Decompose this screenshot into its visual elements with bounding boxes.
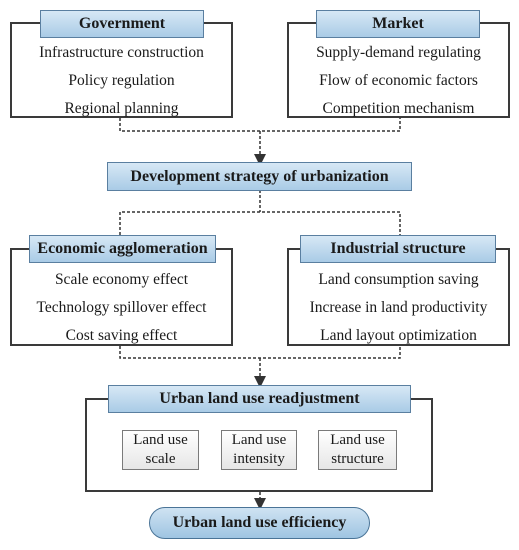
land-use-intensity-line1: Land use <box>231 432 287 448</box>
land-use-structure-box: Land use structure <box>318 430 397 470</box>
market-header: Market <box>316 10 480 38</box>
land-use-scale-line2: scale <box>145 451 176 467</box>
efficiency-pill: Urban land use efficiency <box>149 507 370 539</box>
industrial-frame: Land consumption saving Increase in land… <box>287 248 510 346</box>
government-header: Government <box>40 10 204 38</box>
government-item-3: Regional planning <box>64 100 179 117</box>
economic-item-2: Technology spillover effect <box>36 299 207 316</box>
strategy-split-line <box>119 211 401 235</box>
market-frame: Supply-demand regulating Flow of economi… <box>287 22 510 118</box>
land-use-scale-box: Land use scale <box>122 430 199 470</box>
market-item-3: Competition mechanism <box>322 100 475 117</box>
industrial-item-3: Land layout optimization <box>320 327 477 344</box>
top-merge-line <box>119 118 401 132</box>
industrial-header: Industrial structure <box>300 235 496 263</box>
industrial-item-1: Land consumption saving <box>318 271 479 288</box>
industrial-item-2: Increase in land productivity <box>309 299 488 316</box>
economic-item-3: Cost saving effect <box>65 327 178 344</box>
middle-merge-line <box>119 346 401 359</box>
readjustment-header: Urban land use readjustment <box>108 385 411 413</box>
land-use-structure-line2: structure <box>331 451 384 467</box>
market-item-2: Flow of economic factors <box>319 72 478 89</box>
land-use-intensity-box: Land use intensity <box>221 430 297 470</box>
market-item-1: Supply-demand regulating <box>316 44 481 61</box>
economic-header: Economic agglomeration <box>29 235 216 263</box>
government-frame: Infrastructure construction Policy regul… <box>10 22 233 118</box>
land-use-intensity-line2: intensity <box>233 451 285 467</box>
government-item-1: Infrastructure construction <box>39 44 204 61</box>
government-item-2: Policy regulation <box>68 72 175 89</box>
economic-item-1: Scale economy effect <box>54 271 189 288</box>
strategy-box: Development strategy of urbanization <box>107 162 412 191</box>
land-use-structure-line1: Land use <box>330 432 385 448</box>
land-use-scale-line1: Land use <box>133 432 188 448</box>
